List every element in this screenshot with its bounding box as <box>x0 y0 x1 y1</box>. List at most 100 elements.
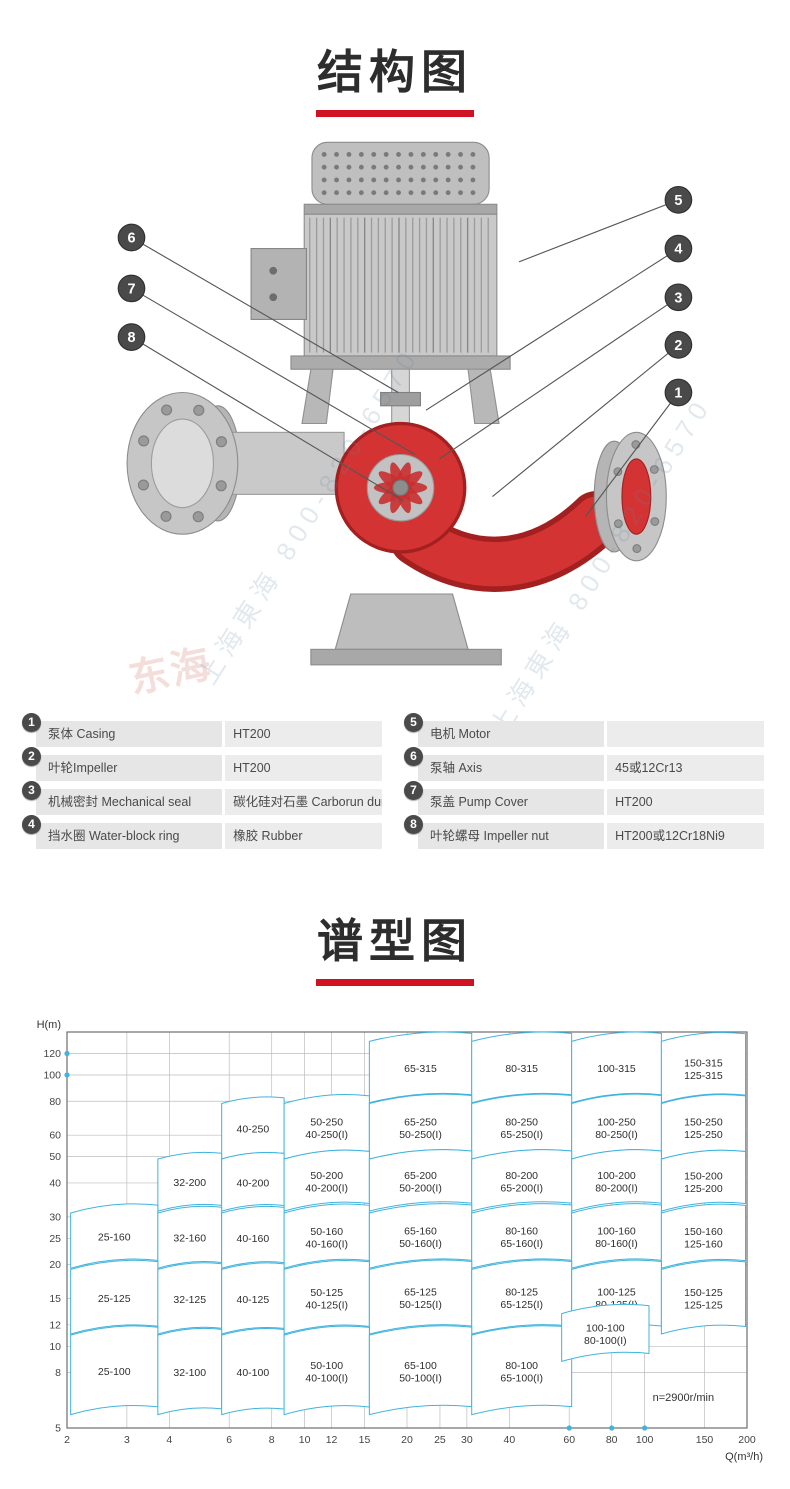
svg-text:12: 12 <box>326 1434 338 1446</box>
callout-2: 2 <box>492 331 693 498</box>
svg-text:80-160: 80-160 <box>505 1226 538 1238</box>
svg-text:65-160: 65-160 <box>404 1226 437 1238</box>
svg-text:4: 4 <box>166 1434 172 1446</box>
spectrum-title: 谱型图 <box>317 915 473 967</box>
svg-text:100-200: 100-200 <box>597 1170 636 1182</box>
svg-text:100-315: 100-315 <box>597 1063 636 1075</box>
svg-text:65-200(I): 65-200(I) <box>500 1183 543 1195</box>
part-name-cell: 泵轴 Axis <box>418 755 605 781</box>
pump-structure-figure: 上海東海 800-820-6570 上海東海 800-820-6570 东海 <box>0 131 790 740</box>
pump-region-100-315 <box>571 1031 662 1104</box>
part-name-cell: 叶轮Impeller <box>36 755 223 781</box>
callout-8: 8 <box>117 323 405 502</box>
support-strut-right <box>467 368 500 425</box>
svg-text:100: 100 <box>636 1434 654 1446</box>
svg-text:25: 25 <box>49 1233 61 1245</box>
svg-text:80-200(I): 80-200(I) <box>595 1183 638 1195</box>
svg-text:50-125(I): 50-125(I) <box>399 1299 442 1311</box>
callout-4: 4 <box>425 234 693 411</box>
svg-text:10: 10 <box>49 1341 61 1353</box>
svg-text:30: 30 <box>49 1211 61 1223</box>
svg-text:25-125: 25-125 <box>98 1293 131 1305</box>
pump-region-32-160 <box>157 1205 223 1269</box>
motor-body <box>303 213 498 357</box>
svg-text:65-250(I): 65-250(I) <box>500 1129 543 1141</box>
svg-text:10: 10 <box>299 1434 311 1446</box>
part-material-cell: 45或12Cr13 <box>607 755 764 781</box>
pump-region-65-200 <box>368 1149 473 1212</box>
part-name-cell: 泵盖 Pump Cover <box>418 789 605 815</box>
svg-text:50-160: 50-160 <box>310 1226 343 1238</box>
svg-text:25-160: 25-160 <box>98 1232 131 1244</box>
svg-text:32-125: 32-125 <box>173 1294 206 1306</box>
callout-5: 5 <box>518 186 693 263</box>
svg-text:125-250: 125-250 <box>684 1129 723 1141</box>
svg-text:50-100(I): 50-100(I) <box>399 1372 442 1384</box>
pump-region-25-125 <box>70 1259 159 1335</box>
svg-text:80: 80 <box>606 1434 618 1446</box>
impeller-nut <box>392 479 409 497</box>
svg-text:1: 1 <box>674 385 682 401</box>
svg-text:3: 3 <box>124 1434 130 1446</box>
svg-text:100-100: 100-100 <box>586 1323 625 1335</box>
pump-region-80-160 <box>471 1203 573 1269</box>
part-number-badge: 5 <box>404 713 423 732</box>
pump-region-40-160 <box>221 1205 285 1269</box>
svg-text:125-125: 125-125 <box>684 1299 723 1311</box>
svg-text:25-100: 25-100 <box>98 1366 131 1378</box>
pump-region-32-100 <box>157 1327 223 1416</box>
callout-1: 1 <box>584 378 693 517</box>
svg-text:80: 80 <box>49 1096 61 1108</box>
svg-text:100-160: 100-160 <box>597 1226 636 1238</box>
pump-region-150-315 <box>660 1032 747 1104</box>
pump-region-100-200 <box>571 1149 662 1212</box>
svg-text:150-200: 150-200 <box>684 1170 723 1182</box>
svg-text:40-160(I): 40-160(I) <box>305 1238 348 1250</box>
svg-text:3: 3 <box>674 290 682 306</box>
part-name-cell: 泵体 Casing <box>36 721 223 747</box>
svg-text:40-160: 40-160 <box>237 1233 270 1245</box>
motor-terminal-box <box>250 248 307 320</box>
svg-text:50-200(I): 50-200(I) <box>399 1183 442 1195</box>
svg-text:5: 5 <box>674 193 682 209</box>
svg-text:65-200: 65-200 <box>404 1170 437 1182</box>
svg-text:50-160(I): 50-160(I) <box>399 1238 442 1250</box>
svg-text:65-100: 65-100 <box>404 1360 437 1372</box>
part-number-badge: 8 <box>404 815 423 834</box>
pump-region-65-100 <box>368 1325 473 1416</box>
pump-region-40-125 <box>221 1262 285 1335</box>
part-name-cell: 电机 Motor <box>418 721 605 747</box>
svg-text:80-250(I): 80-250(I) <box>595 1129 638 1141</box>
pump-region-40-200 <box>221 1151 285 1212</box>
motor-mounting-flange <box>290 355 511 370</box>
suction-flange-bolts <box>137 404 227 523</box>
part-number-badge: 3 <box>22 781 41 800</box>
svg-text:30: 30 <box>461 1434 473 1446</box>
svg-text:125-200: 125-200 <box>684 1183 723 1195</box>
svg-text:120: 120 <box>43 1048 61 1060</box>
terminal-box-bolt <box>269 266 278 275</box>
svg-text:150-250: 150-250 <box>684 1116 723 1128</box>
part-material-cell: HT200 <box>225 721 382 747</box>
pump-region-50-125 <box>283 1259 370 1335</box>
pump-region-50-100 <box>283 1325 370 1416</box>
svg-text:50: 50 <box>49 1151 61 1163</box>
base-plate <box>310 648 502 666</box>
structure-section-header: 结构图 <box>0 36 790 117</box>
callout-6: 6 <box>117 223 399 393</box>
svg-text:150-125: 150-125 <box>684 1287 723 1299</box>
svg-text:65-250: 65-250 <box>404 1116 437 1128</box>
motor-cooling-fins <box>309 217 489 353</box>
svg-text:40: 40 <box>49 1177 61 1189</box>
svg-text:80-200: 80-200 <box>505 1170 538 1182</box>
part-number-badge: 7 <box>404 781 423 800</box>
